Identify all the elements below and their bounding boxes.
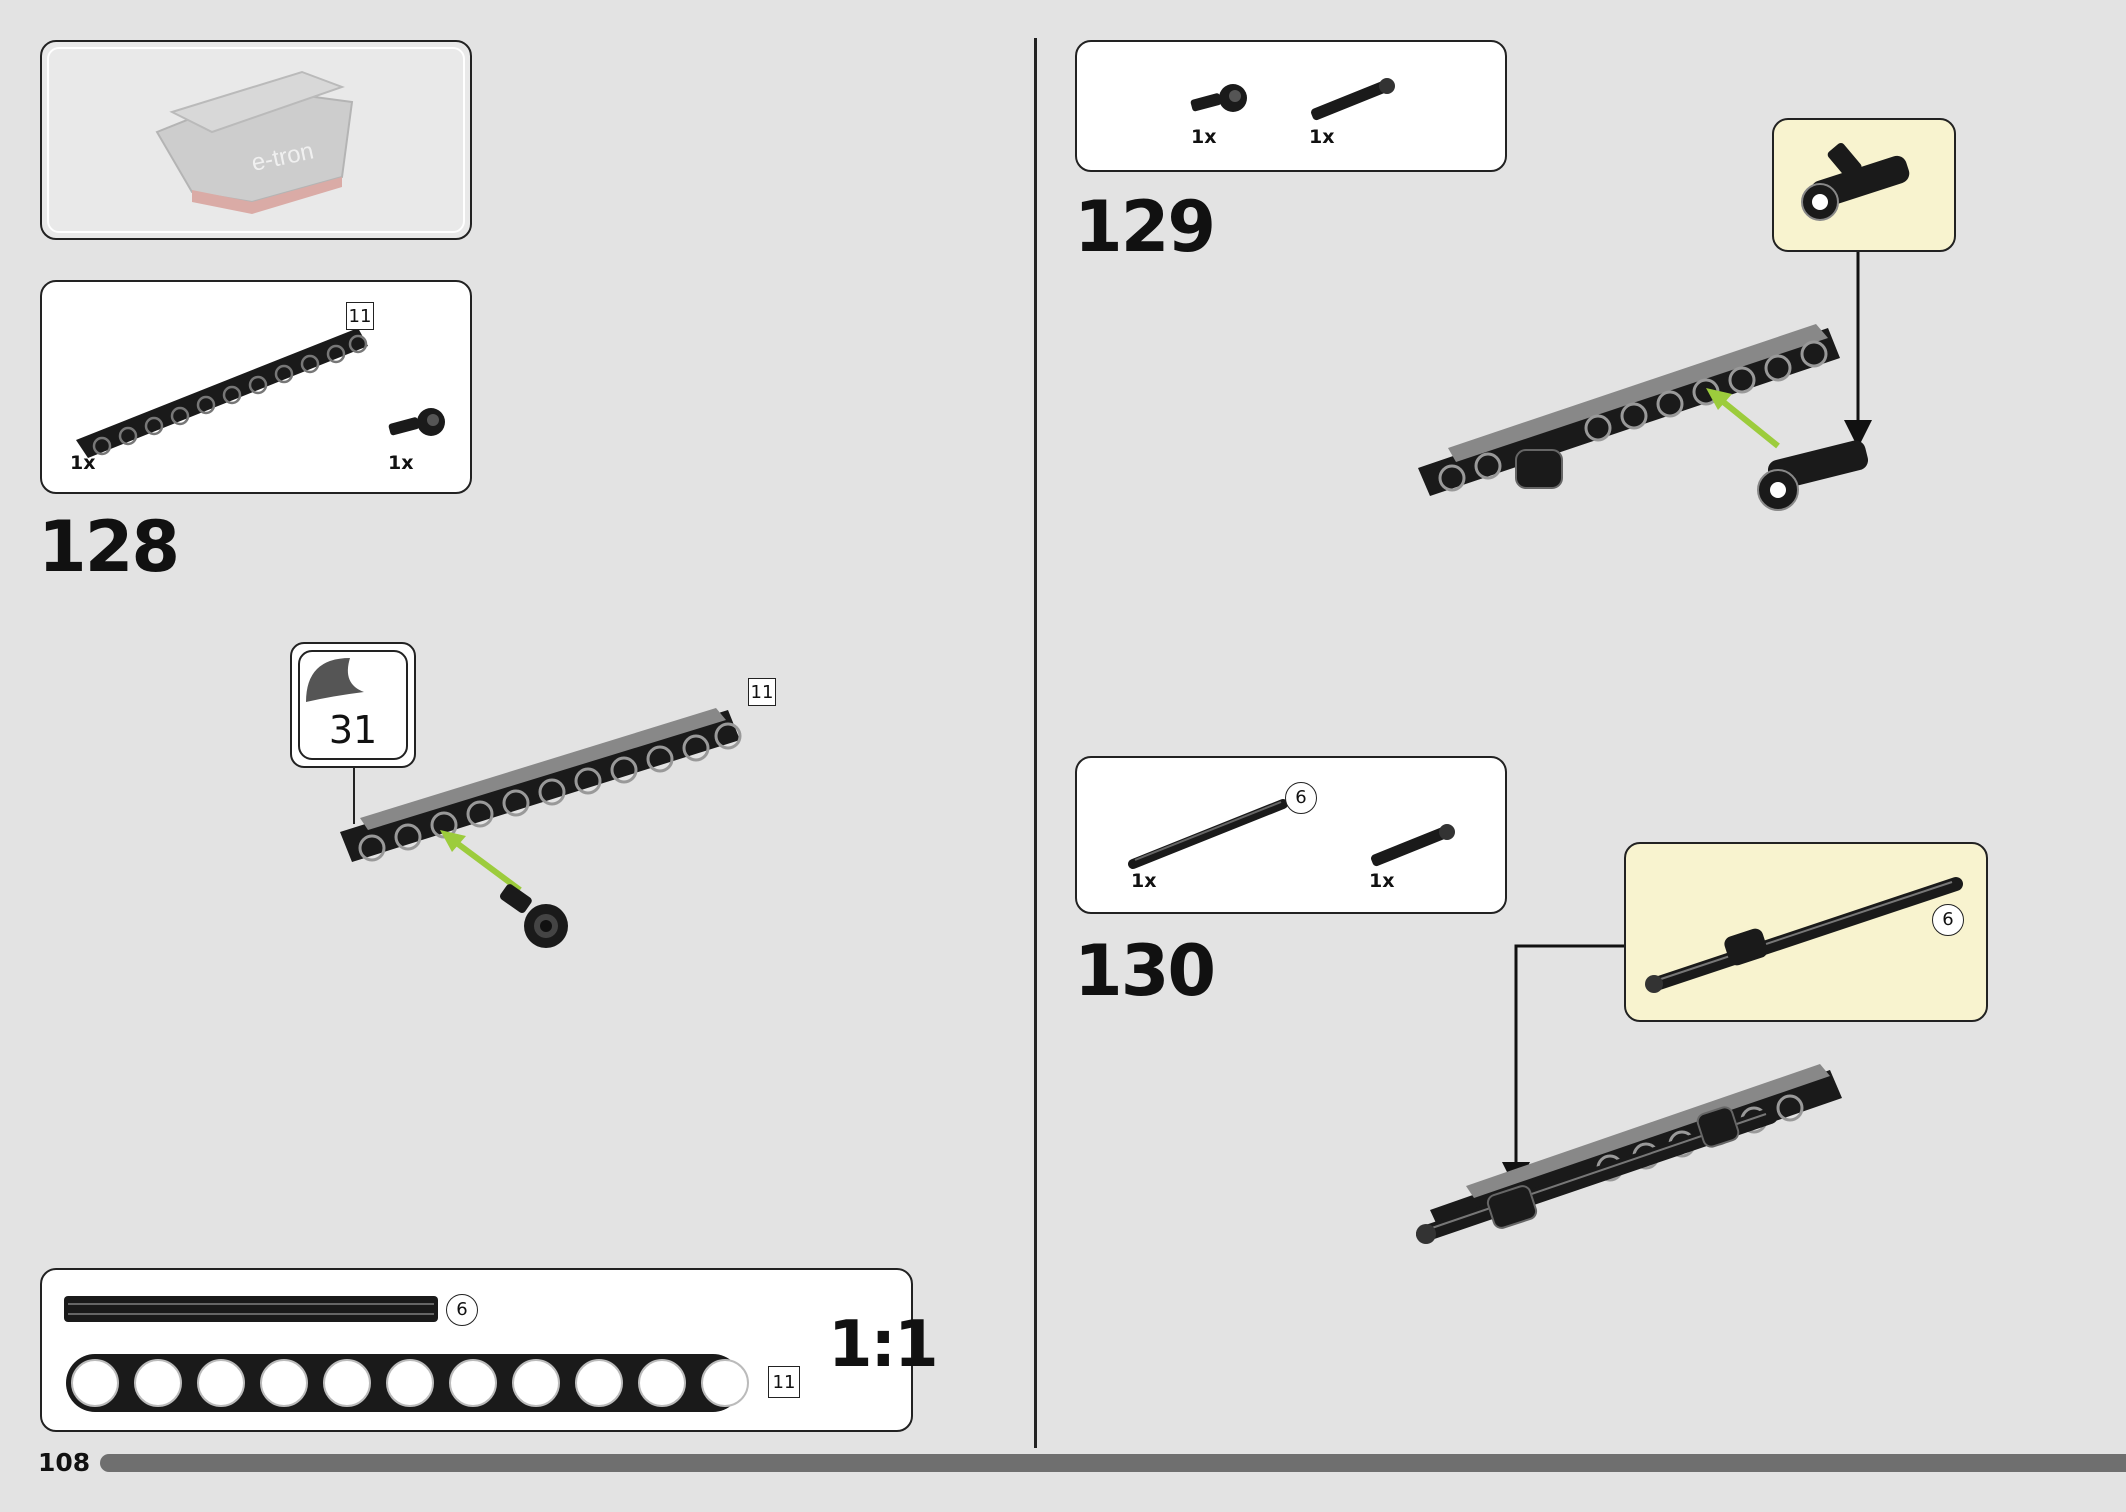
- pin-connector-part: [500, 884, 568, 948]
- part-quantity: 1x: [1131, 870, 1157, 892]
- axle-length-indicator: 6: [1285, 782, 1317, 814]
- subassembly-detail-callout: [1772, 118, 1956, 252]
- page-number: 108: [38, 1448, 91, 1477]
- axle-length-indicator: 6: [1932, 904, 1964, 936]
- beam-length-indicator: 11: [346, 302, 374, 330]
- sticker-leader-line: [353, 768, 355, 824]
- step-128-parts-callout: 11 1x 1x: [40, 280, 472, 494]
- insert-arrow-green: [440, 830, 522, 893]
- subassembly-detail-callout: 6: [1624, 842, 1988, 1022]
- sticker-callout: 31: [290, 642, 416, 768]
- pin-with-bush-part: [1190, 84, 1247, 112]
- sticker-number: 31: [328, 708, 378, 752]
- page-divider: [1034, 38, 1037, 1448]
- long-pin-part: [1311, 78, 1395, 121]
- part-quantity: 1x: [1369, 870, 1395, 892]
- page-progress-bar: [100, 1454, 2126, 1472]
- part-quantity: 1x: [1309, 126, 1335, 148]
- step-number: 129: [1074, 186, 1216, 268]
- part-quantity: 1x: [1191, 126, 1217, 148]
- part-quantity: 1x: [388, 452, 414, 474]
- beam-11-part: [76, 328, 368, 458]
- axle-6-part: [1128, 799, 1288, 869]
- previous-model-preview: e-tron: [40, 40, 472, 240]
- step-130-model-beam: [1416, 1064, 1842, 1244]
- pin-with-bush-part: [388, 408, 445, 436]
- sticker-icon: [306, 658, 364, 702]
- beam-1to1: [66, 1354, 749, 1412]
- pin-connector-subassembly: [1801, 142, 1910, 221]
- step-130-parts-callout: 6 1x 1x: [1075, 756, 1507, 914]
- beam-length-indicator: 11: [768, 1366, 800, 1398]
- step-129-parts-callout: 1x 1x: [1075, 40, 1507, 172]
- insert-arrow-green: [1706, 388, 1780, 449]
- pin-connector-subassembly: [1757, 440, 1869, 511]
- axle-pin-subassembly: [1645, 877, 1963, 993]
- model-preview-image: e-tron: [155, 70, 354, 214]
- scale-label: 1:1: [828, 1308, 939, 1382]
- step-number: 130: [1074, 930, 1216, 1012]
- part-quantity: 1x: [70, 452, 96, 474]
- step-number: 128: [38, 506, 180, 588]
- step-129-model-beam: [1418, 324, 1840, 496]
- long-pin-part: [1371, 824, 1455, 867]
- scale-reference-box: 6 11 1:1: [40, 1268, 939, 1432]
- axle-length-indicator: 6: [446, 1294, 478, 1326]
- axle-1to1: [64, 1296, 438, 1322]
- placement-arrow-down: [1844, 252, 1872, 448]
- step-128-model-beam: [340, 708, 742, 862]
- beam-length-indicator: 11: [748, 678, 776, 706]
